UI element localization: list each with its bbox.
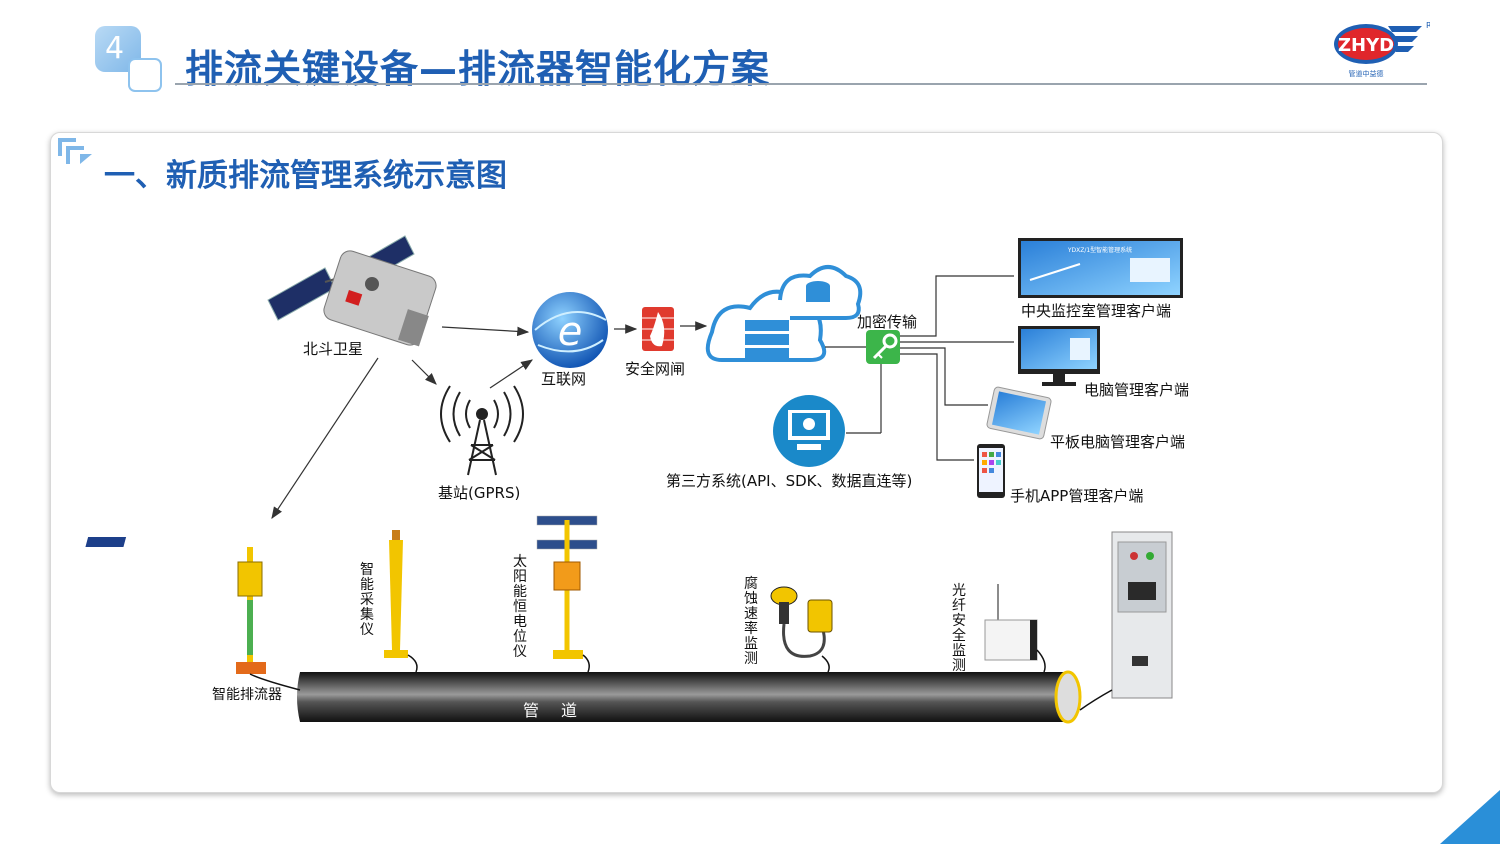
drainer-label: 智能排流器 [212, 687, 282, 703]
corner-decoration [1440, 790, 1500, 844]
pc-monitor-icon [1018, 326, 1100, 386]
title-divider [175, 83, 1427, 85]
corrosion-label: 腐蚀速率监测 [744, 576, 758, 667]
encrypt-label: 加密传输 [857, 313, 918, 331]
tablet-client-label: 平板电脑管理客户端 [1050, 433, 1186, 451]
smart-drainer-device [85, 537, 266, 674]
mobile-client-label: 手机APP管理客户端 [1010, 487, 1144, 505]
solar-label: 太阳能恒电位仪 [513, 554, 527, 660]
smart-collector-device [384, 530, 418, 673]
drainer-cable [249, 673, 301, 691]
central-client-label: 中央监控室管理客户端 [1021, 302, 1172, 320]
third-party-system-icon [773, 395, 845, 467]
cloud-server-icon [705, 265, 863, 362]
pc-client-label: 电脑管理客户端 [1084, 381, 1190, 399]
corrosion-monitor-device [770, 586, 833, 673]
section-corner-icon [58, 138, 92, 164]
fiber-label: 光纤安全监测 [952, 583, 966, 674]
collector-label: 智能采集仪 [360, 562, 374, 638]
svg-text:e: e [558, 309, 583, 355]
tablet-icon [986, 386, 1052, 440]
firewall-icon [642, 307, 674, 351]
screen-caption: YDXZ/1型智能管理系统 [1067, 246, 1132, 254]
firewall-label: 安全网闸 [625, 360, 686, 378]
logo-subtext: 管道中益德 [1349, 69, 1384, 78]
pipeline-label: 管道 [523, 701, 600, 720]
satellite-icon [267, 235, 437, 347]
section-number-badge: 4 [95, 26, 141, 72]
pipeline [297, 670, 1082, 724]
connector-lines [271, 275, 1014, 520]
internet-globe-icon: e [532, 292, 608, 368]
internet-label: 互联网 [541, 370, 587, 388]
base-station-tower-icon [440, 385, 524, 476]
solar-potentiostat-device [536, 515, 598, 673]
satellite-label: 北斗卫星 [303, 340, 364, 358]
logo-registered-mark: R [1426, 21, 1430, 30]
fiber-monitor-device [984, 584, 1046, 673]
control-cabinet [1079, 531, 1173, 711]
company-logo: ZHYD 管道中益德 R [1334, 21, 1430, 78]
third-party-label: 第三方系统(API、SDK、数据直连等) [666, 472, 913, 490]
section-badge-frame [128, 58, 162, 92]
central-monitor-icon: YDXZ/1型智能管理系统 [1018, 238, 1183, 298]
base-station-label: 基站(GPRS) [438, 484, 521, 502]
mobile-phone-icon [977, 444, 1005, 498]
encryption-key-icon [866, 330, 900, 364]
logo-text: ZHYD [1338, 35, 1394, 56]
section-heading: 一、新质排流管理系统示意图 [104, 158, 507, 194]
